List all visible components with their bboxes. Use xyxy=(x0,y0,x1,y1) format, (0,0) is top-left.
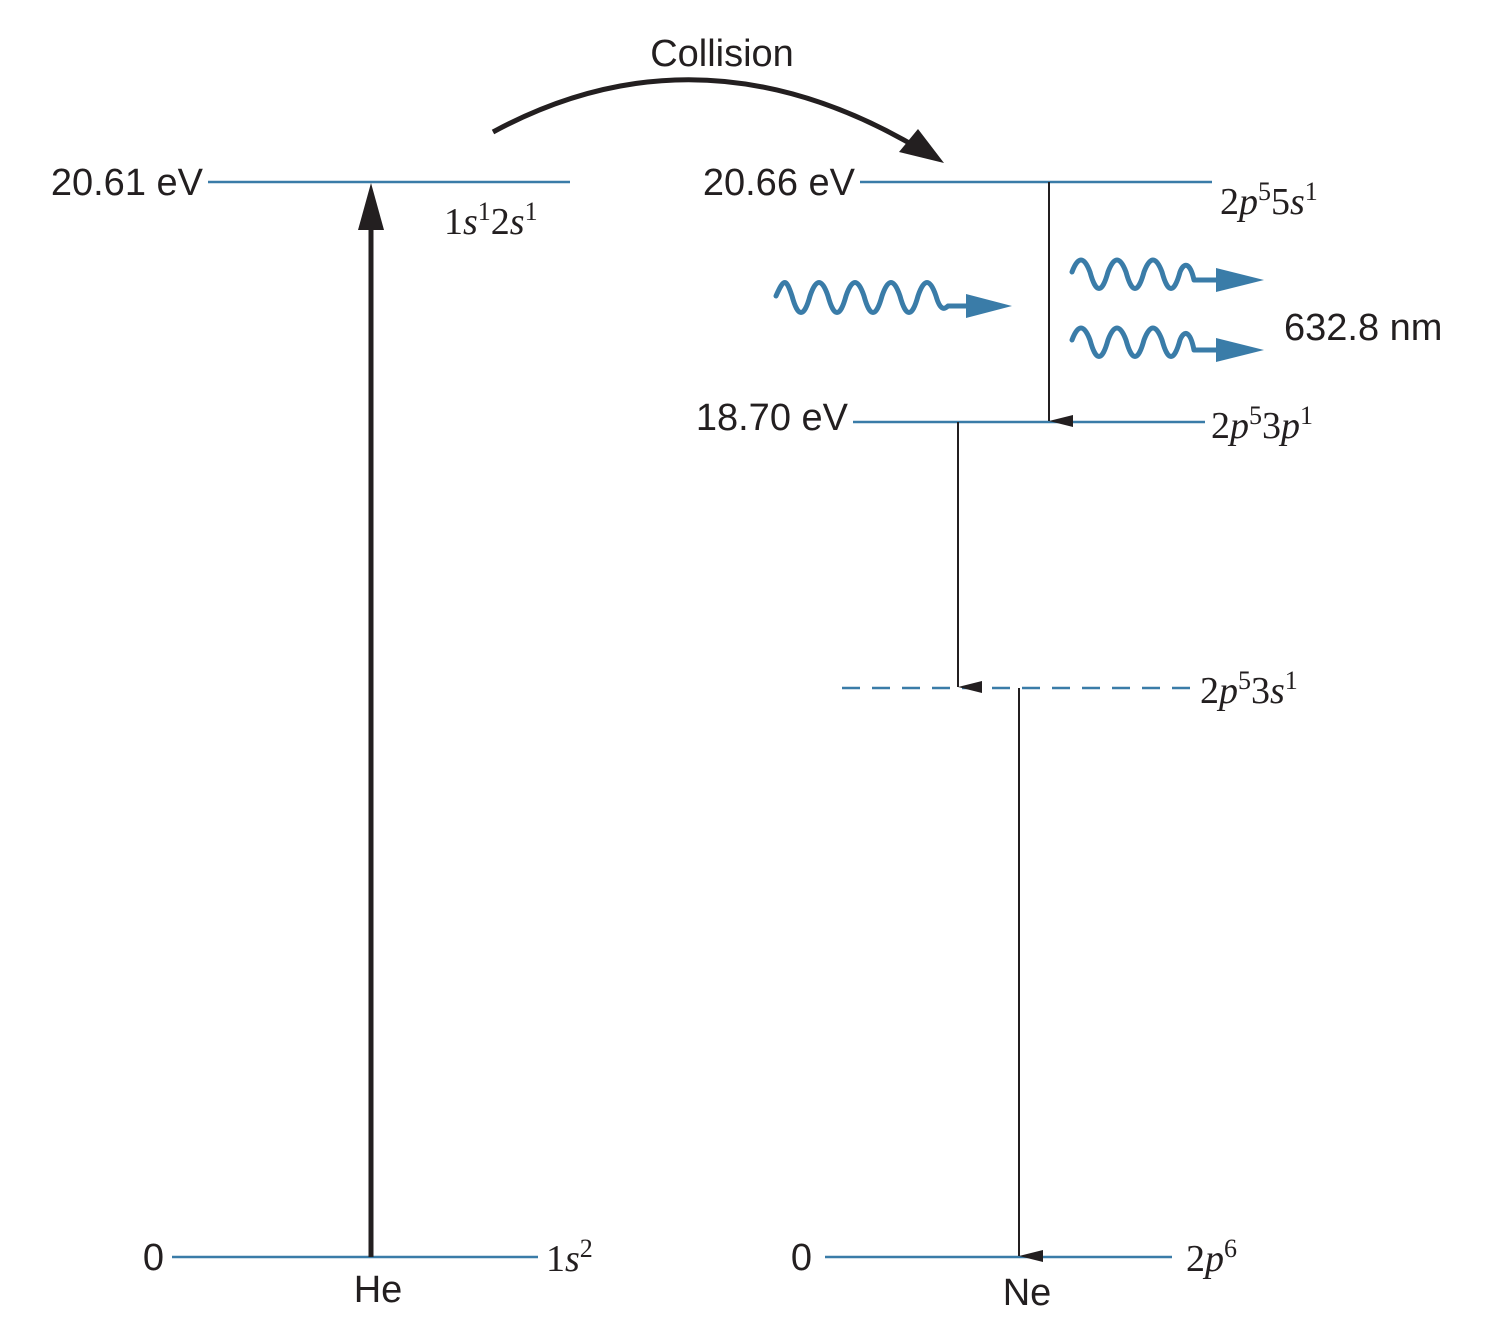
ne-upper-config: 2p55s1 xyxy=(1220,177,1318,223)
he-excited-energy: 20.61 eV xyxy=(51,162,204,204)
emitted-photon-icon xyxy=(1069,257,1264,292)
ne-atom-label: Ne xyxy=(1003,1272,1052,1314)
he-ground-energy: 0 xyxy=(143,1237,164,1279)
ne-middle-config: 2p53p1 xyxy=(1211,401,1313,447)
ne-lower-config: 2p53s1 xyxy=(1200,666,1298,712)
ne-upper-energy: 20.66 eV xyxy=(703,162,856,204)
ne-middle-energy: 18.70 eV xyxy=(696,397,849,439)
emission-wavelength-label: 632.8 nm xyxy=(1284,307,1442,349)
incident-photon-icon xyxy=(773,280,1012,318)
he-excitation-arrow-icon xyxy=(358,183,384,1257)
ne-ground-energy: 0 xyxy=(791,1237,812,1279)
he-excited-config: 1s12s1 xyxy=(444,197,538,243)
stimulated-photon-icon xyxy=(1069,325,1264,362)
collision-label: Collision xyxy=(650,33,794,75)
collision-arrow-icon xyxy=(491,77,944,163)
ne-ground-config: 2p6 xyxy=(1186,1234,1237,1280)
he-atom-label: He xyxy=(354,1269,403,1311)
he-ground-config: 1s2 xyxy=(546,1234,593,1280)
